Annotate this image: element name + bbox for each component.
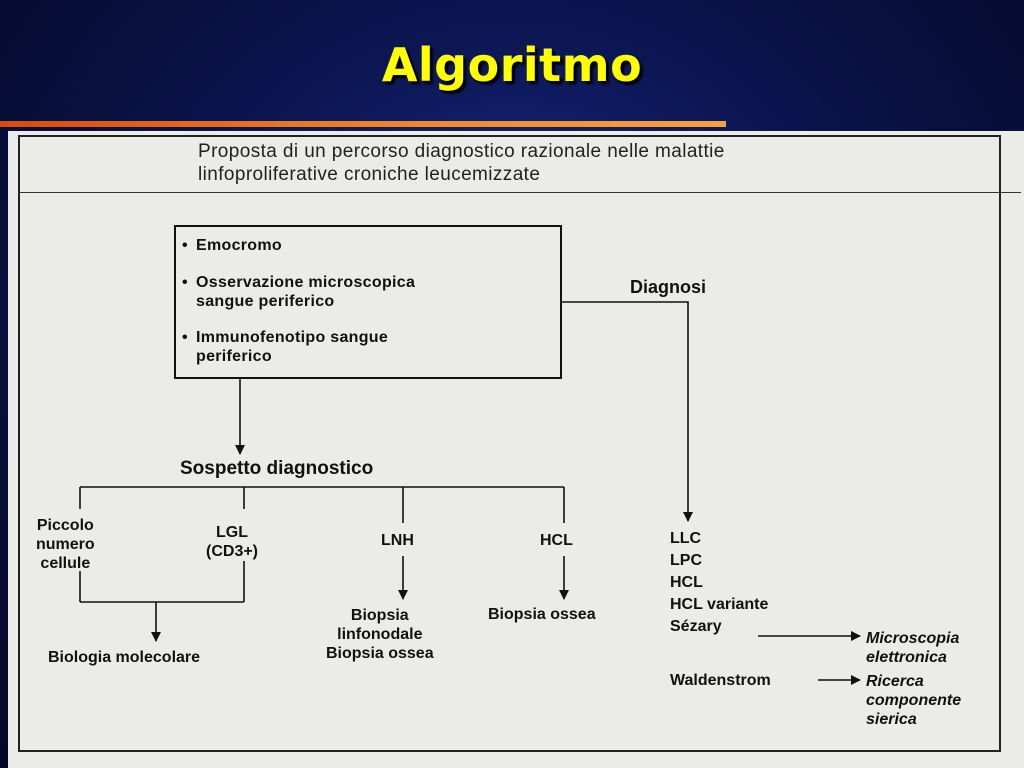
branch-piccolo: Piccolo numero cellule	[36, 517, 95, 572]
biologia-molecolare: Biologia molecolare	[48, 649, 201, 666]
document-title-line1: Proposta di un percorso diagnostico razi…	[198, 141, 725, 162]
ricerca-label: Ricerca componente sierica	[866, 673, 962, 728]
diagnosis-hcl: HCL	[670, 574, 703, 591]
slide-title: Algoritmo	[381, 38, 643, 92]
input-box: • Emocromo • Osservazione microscopica s…	[174, 225, 562, 379]
sospetto-label: Sospetto diagnostico	[180, 458, 374, 479]
page-frame	[18, 135, 1001, 752]
diagnosis-list: LLC LPC HCL HCL variante Sézary	[670, 528, 768, 638]
diagnosis-hcl-variante: HCL variante	[670, 596, 769, 613]
diagnosis-sezary: Sézary	[670, 618, 722, 635]
diagnosi-label: Diagnosi	[630, 277, 707, 297]
diagnosis-lpc: LPC	[670, 552, 702, 569]
box-item-emocromo: • Emocromo	[182, 237, 282, 254]
bullet-icon: •	[182, 329, 188, 346]
document-title-line2: linfoproliferative croniche leucemizzate	[198, 164, 541, 185]
flowchart-connectors	[79, 301, 861, 685]
scanned-page: Proposta di un percorso diagnostico razi…	[8, 131, 1024, 768]
box-item-osservazione: • Osservazione microscopica sangue perif…	[182, 274, 416, 310]
document-title: Proposta di un percorso diagnostico razi…	[198, 140, 725, 186]
arrow-box-to-diagnosi	[562, 301, 693, 522]
branch-lgl: LGL (CD3+)	[206, 524, 259, 560]
biopsia-ossea: Biopsia ossea	[488, 606, 596, 623]
box-item-immunofenotipo: • Immunofenotipo sangue periferico	[182, 329, 389, 365]
title-rule	[18, 192, 1021, 193]
biopsia-linfonodale: Biopsia linfonodale Biopsia ossea	[326, 607, 434, 662]
microscopia-label: Microscopia elettronica	[866, 630, 960, 666]
bullet-icon: •	[182, 274, 188, 291]
branch-hcl: HCL	[540, 532, 573, 549]
branch-lnh: LNH	[381, 532, 414, 549]
diagnosis-waldenstrom: Waldenstrom	[670, 672, 771, 689]
title-accent-line	[0, 121, 726, 127]
diagnosis-llc: LLC	[670, 530, 702, 547]
bullet-icon: •	[182, 237, 188, 254]
